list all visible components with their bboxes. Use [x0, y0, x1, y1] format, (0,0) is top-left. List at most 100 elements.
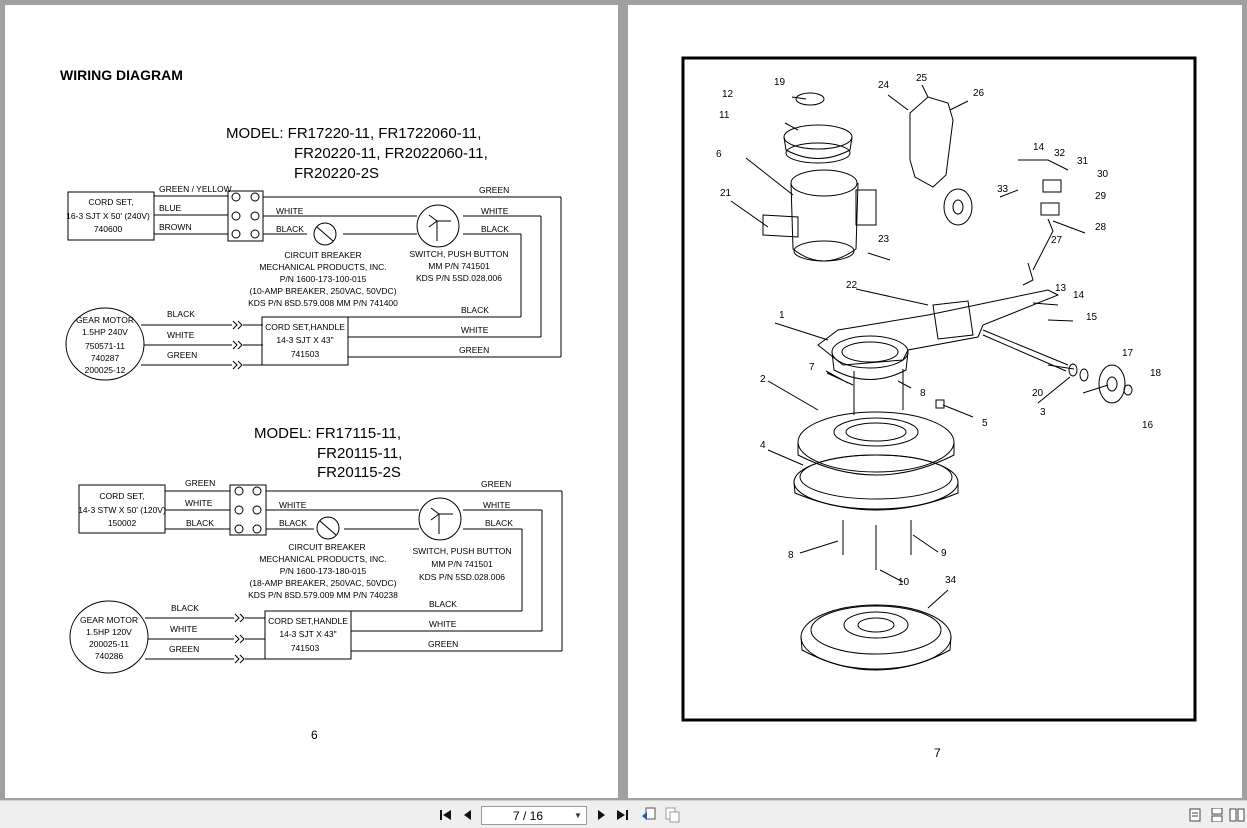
prev-page-icon[interactable]	[459, 806, 477, 824]
svg-text:1.5HP 240V: 1.5HP 240V	[82, 327, 128, 337]
callout: 12	[722, 89, 734, 100]
svg-text:KDS P/N 5SD.028.006: KDS P/N 5SD.028.006	[416, 273, 502, 283]
exploded-parts-diagram: 19 12 11 6 21 24 25 26 14 32 31 30 33 29…	[681, 56, 1197, 722]
single-page-icon[interactable]	[1186, 806, 1204, 824]
svg-text:740287: 740287	[91, 353, 120, 363]
svg-text:MECHANICAL PRODUCTS, INC.: MECHANICAL PRODUCTS, INC.	[259, 262, 386, 272]
navigation-toolbar: 7 / 16 ▼	[0, 800, 1247, 828]
callout: 7	[809, 362, 815, 373]
circuit-breaker-symbol	[313, 222, 337, 246]
svg-text:KDS P/N 8SD.579.009 MM P/N: KDS P/N 8SD.579.009 MM P/N 740238	[248, 590, 398, 600]
svg-text:150002: 150002	[108, 518, 137, 528]
svg-text:GREEN: GREEN	[185, 478, 215, 488]
model-line: MODEL: FR17220-11, FR1722060-11,	[226, 125, 481, 142]
callout: 28	[1095, 222, 1107, 233]
svg-text:MECHANICAL PRODUCTS, INC.: MECHANICAL PRODUCTS, INC.	[259, 554, 386, 564]
svg-text:WHITE: WHITE	[167, 330, 195, 340]
forward-view-icon[interactable]	[663, 806, 681, 824]
page-number-input[interactable]: 7 / 16 ▼	[481, 806, 587, 825]
svg-text:BLUE: BLUE	[159, 203, 182, 213]
svg-text:GREEN: GREEN	[481, 479, 511, 489]
callout: 14	[1033, 142, 1045, 153]
model-line: MODEL: FR17115-11,	[254, 425, 401, 442]
wiring-diagram-1: MODEL: FR17220-11, FR1722060-11, FR20220…	[65, 125, 562, 381]
svg-text:WHITE: WHITE	[185, 498, 213, 508]
callout: 5	[982, 418, 988, 429]
callout: 11	[719, 110, 730, 121]
callout: 34	[945, 575, 957, 586]
terminal-block	[229, 484, 267, 536]
svg-text:WHITE: WHITE	[170, 624, 198, 634]
cord-set-label: CORD SET,	[88, 197, 133, 207]
callout: 30	[1097, 169, 1109, 180]
svg-text:MM P/N 741501: MM P/N 741501	[428, 261, 490, 271]
svg-text:GREEN: GREEN	[479, 185, 509, 195]
page-7: 19 12 11 6 21 24 25 26 14 32 31 30 33 29…	[628, 5, 1242, 798]
svg-text:BLACK: BLACK	[279, 518, 307, 528]
callout: 16	[1142, 420, 1154, 431]
svg-text:(18-AMP BREAKER, 250VAC, 50VDC: (18-AMP BREAKER, 250VAC, 50VDC)	[249, 578, 396, 588]
svg-text:KDS P/N 5SD.028.006: KDS P/N 5SD.028.006	[419, 572, 505, 582]
handle-cord-label: CORD SET,HANDLE	[268, 616, 348, 626]
breaker-label: CIRCUIT BREAKER	[284, 250, 361, 260]
svg-text:BROWN: BROWN	[159, 222, 192, 232]
page-indicator: 7 / 16	[512, 808, 544, 823]
callout: 33	[997, 184, 1009, 195]
first-page-icon[interactable]	[437, 806, 455, 824]
svg-text:750571-11: 750571-11	[85, 341, 125, 351]
continuous-icon[interactable]	[1208, 806, 1226, 824]
page-number: 6	[311, 728, 318, 742]
callout: 3	[1040, 407, 1046, 418]
gear-motor-label: GEAR MOTOR	[80, 615, 138, 625]
svg-text:BLACK: BLACK	[461, 305, 489, 315]
svg-text:GREEN / YELLOW: GREEN / YELLOW	[159, 184, 232, 194]
two-page-icon[interactable]	[1228, 806, 1246, 824]
callout: 6	[716, 149, 722, 160]
svg-text:14-3 SJT X 43": 14-3 SJT X 43"	[279, 629, 336, 639]
svg-text:14-3 SJT X 43": 14-3 SJT X 43"	[276, 335, 333, 345]
page-6: WIRING DIAGRAM MODEL: FR17220-11, FR1722…	[5, 5, 618, 798]
svg-text:200025-11: 200025-11	[89, 639, 129, 649]
svg-text:WHITE: WHITE	[483, 500, 511, 510]
model-line: FR20220-11, FR2022060-11,	[294, 145, 488, 162]
cord-set-label: CORD SET,	[99, 491, 144, 501]
svg-text:741503: 741503	[291, 349, 320, 359]
callout: 2	[760, 374, 766, 385]
callout: 24	[878, 80, 890, 91]
svg-text:WHITE: WHITE	[279, 500, 307, 510]
chevron-down-icon[interactable]: ▼	[574, 811, 582, 820]
svg-text:P/N 1600-173-100-015: P/N 1600-173-100-015	[280, 274, 367, 284]
svg-text:GREEN: GREEN	[169, 644, 199, 654]
back-view-icon[interactable]	[640, 806, 658, 824]
model-line: FR20115-2S	[317, 464, 401, 481]
callout: 25	[916, 73, 928, 84]
svg-text:BLACK: BLACK	[167, 309, 195, 319]
page-number: 7	[934, 746, 941, 760]
svg-text:1.5HP 120V: 1.5HP 120V	[86, 627, 132, 637]
callout: 27	[1051, 235, 1063, 246]
callout: 1	[779, 310, 785, 321]
callout: 26	[973, 88, 985, 99]
callout: 18	[1150, 368, 1162, 379]
callout: 23	[878, 234, 890, 245]
breaker-label: CIRCUIT BREAKER	[288, 542, 365, 552]
svg-text:(10-AMP BREAKER, 250VAC, 50VDC: (10-AMP BREAKER, 250VAC, 50VDC)	[249, 286, 396, 296]
svg-text:WHITE: WHITE	[461, 325, 489, 335]
push-switch-symbol	[418, 497, 462, 541]
callout: 17	[1122, 348, 1134, 359]
wiring-diagrams: MODEL: FR17220-11, FR1722060-11, FR20220…	[65, 125, 563, 674]
callout: 31	[1077, 156, 1089, 167]
next-page-icon[interactable]	[592, 806, 610, 824]
svg-text:BLACK: BLACK	[171, 603, 199, 613]
callout: 29	[1095, 191, 1107, 202]
callout: 8	[788, 550, 794, 561]
svg-text:200025-12: 200025-12	[85, 365, 126, 375]
svg-text:BLACK: BLACK	[186, 518, 214, 528]
last-page-icon[interactable]	[613, 806, 631, 824]
callout: 21	[720, 188, 732, 199]
callout: 20	[1032, 388, 1044, 399]
switch-label: SWITCH, PUSH BUTTON	[412, 546, 511, 556]
svg-text:WHITE: WHITE	[481, 206, 509, 216]
callout: 13	[1055, 283, 1067, 294]
